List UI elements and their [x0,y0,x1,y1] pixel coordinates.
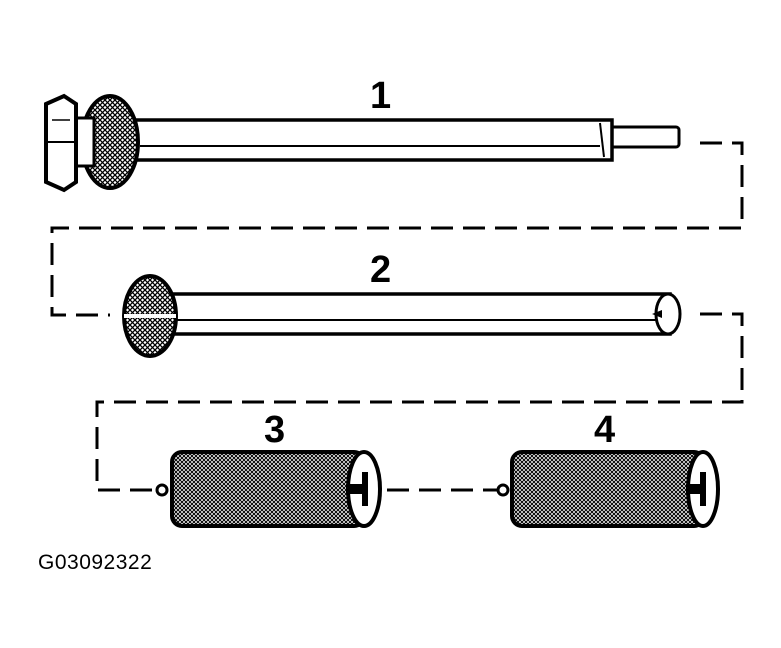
callout-4: 4 [594,409,615,451]
callout-3: 3 [264,409,285,451]
connector-2-to-3 [95,312,744,492]
dashed-connectors [50,141,744,492]
tool-3-sleeve [155,450,382,528]
callout-2: 2 [370,249,391,291]
figure-id: G03092322 [38,551,153,574]
tool-1-rod-with-knob [44,93,681,193]
tool-1-shaft [120,118,614,162]
tool-4-sleeve [496,450,720,528]
tool-2-shaft [158,292,672,336]
connector-1-to-2 [50,141,744,317]
tool-1-tip [603,125,681,149]
callout-1: 1 [370,75,391,117]
tool-2-rod [122,274,682,358]
tool-4-sleeve-body [510,450,706,528]
tool-3-sleeve-body [170,450,366,528]
